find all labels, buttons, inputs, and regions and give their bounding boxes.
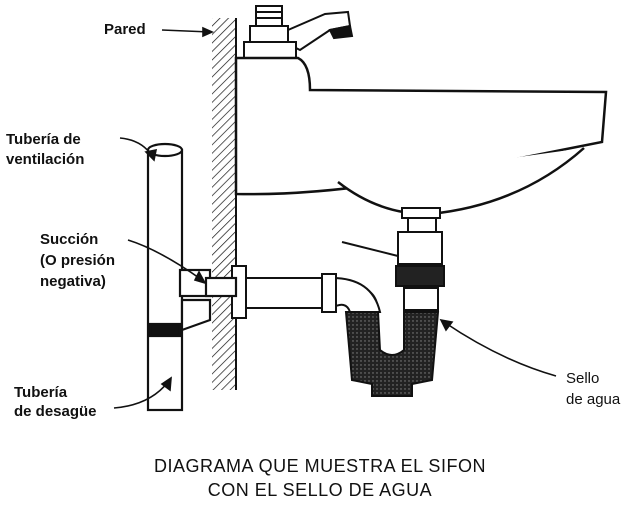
label-seal-line1: Sello bbox=[566, 370, 600, 387]
label-drain-line2: de desagüe bbox=[14, 403, 97, 420]
label-pared: Pared bbox=[104, 21, 146, 38]
label-seal-line2: de agua bbox=[566, 391, 621, 408]
label-drain-line1: Tubería bbox=[14, 384, 68, 401]
label-suction-line2: (O presión bbox=[40, 252, 116, 269]
label-suction-line1: Succión bbox=[40, 231, 99, 248]
label-vent-line2: ventilación bbox=[6, 151, 85, 168]
trap-arm bbox=[231, 265, 382, 319]
caption-line1: DIAGRAMA QUE MUESTRA EL SIFON bbox=[154, 456, 486, 476]
wall bbox=[212, 18, 237, 390]
sink-basin bbox=[234, 56, 608, 216]
vent-pipe bbox=[146, 142, 238, 412]
label-vent-line1: Tubería de bbox=[6, 131, 81, 148]
popup-rod bbox=[341, 241, 399, 257]
label-suction-line3: negativa) bbox=[40, 273, 106, 290]
faucet bbox=[243, 5, 354, 61]
leader-lines bbox=[113, 26, 557, 409]
drain-tailpiece bbox=[395, 207, 445, 311]
caption-line2: CON EL SELLO DE AGUA bbox=[207, 480, 433, 500]
